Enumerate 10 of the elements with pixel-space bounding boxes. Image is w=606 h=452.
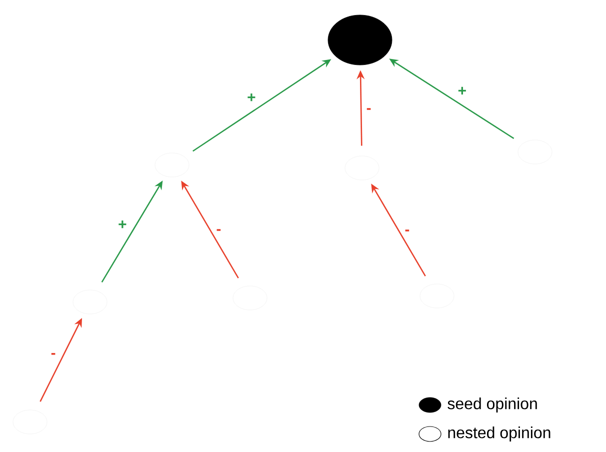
sign-label: -: [366, 108, 371, 110]
sign-label: +: [458, 86, 466, 94]
sign-label: +: [248, 93, 256, 102]
seed-opinion-ellipse: [328, 14, 392, 66]
legend-text: nested opinion: [448, 426, 550, 442]
sign-label: +: [118, 220, 126, 228]
sign-label: -: [216, 229, 221, 231]
sign-label: -: [405, 230, 410, 232]
legend-text: seed opinion: [448, 398, 537, 412]
sign-label: -: [51, 353, 56, 355]
